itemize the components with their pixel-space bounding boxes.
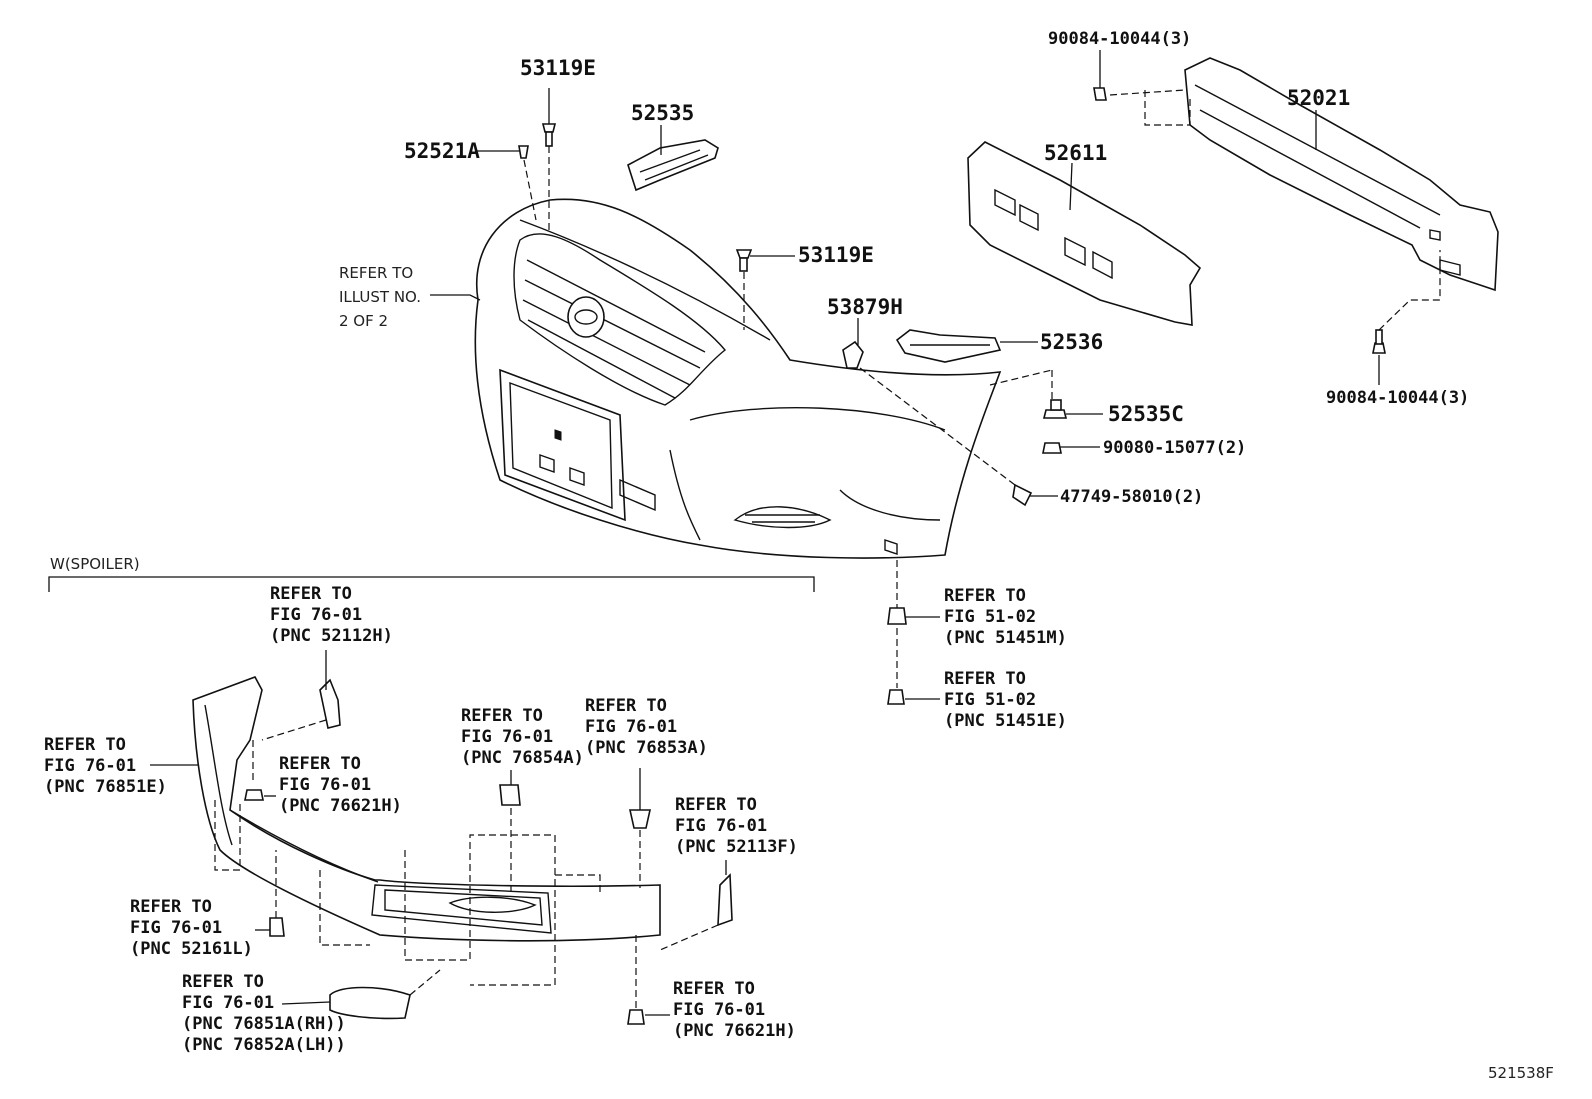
refer-illust-line-3: 2 OF 2: [339, 312, 388, 330]
label-52021: 52021: [1287, 86, 1350, 110]
label-53119E-mid: 53119E: [798, 243, 874, 267]
ref-line: REFER TO: [44, 735, 126, 755]
ref-line: FIG 76-01: [44, 756, 136, 776]
absorber-52611: [967, 141, 1202, 326]
spoiler-group-bracket: [48, 576, 815, 592]
ref-line: FIG 76-01: [279, 775, 371, 795]
ref-51451M: REFER TO FIG 51-02 (PNC 51451M): [944, 586, 1067, 648]
refer-illust-line-2: ILLUST NO.: [339, 288, 421, 306]
ref-line: REFER TO: [270, 584, 352, 604]
label-52535C: 52535C: [1108, 402, 1184, 426]
ref-52161L: REFER TO FIG 76-01 (PNC 52161L): [130, 897, 253, 959]
ref-line: REFER TO: [944, 586, 1026, 606]
ref-line: (PNC 52161L): [130, 939, 253, 959]
ref-line: FIG 76-01: [673, 1000, 765, 1020]
ref-line: REFER TO: [130, 897, 212, 917]
label-90084-bottom: 90084-10044(3): [1326, 388, 1469, 408]
label-47749: 47749-58010(2): [1060, 487, 1203, 507]
ref-line: FIG 76-01: [461, 727, 553, 747]
ref-line: FIG 76-01: [585, 717, 677, 737]
front-spoiler: [192, 676, 661, 942]
refer-illust-line-1: REFER TO: [339, 264, 413, 282]
ref-line: (PNC 52112H): [270, 626, 393, 646]
ref-line: FIG 76-01: [182, 993, 274, 1013]
ref-line: (PNC 76853A): [585, 738, 708, 758]
ref-76854A: REFER TO FIG 76-01 (PNC 76854A): [461, 706, 584, 768]
part-number-labels: 53119E 52535 52521A 53119E 52611 52021 9…: [404, 29, 1469, 507]
ref-line: FIG 76-01: [270, 605, 362, 625]
label-90084-top: 90084-10044(3): [1048, 29, 1191, 49]
ref-line: (PNC 51451E): [944, 711, 1067, 731]
ref-76621H-upper: REFER TO FIG 76-01 (PNC 76621H): [279, 754, 402, 816]
leaders-lower: [150, 650, 727, 1016]
label-52535: 52535: [631, 101, 694, 125]
retainer-52535: [627, 139, 719, 192]
label-90080: 90080-15077(2): [1103, 438, 1246, 458]
ref-52112H: REFER TO FIG 76-01 (PNC 52112H): [270, 584, 393, 646]
reinforcement-52021: [1184, 57, 1499, 292]
ref-line: (PNC 76851E): [44, 777, 167, 797]
ref-line: FIG 51-02: [944, 690, 1036, 710]
ref-line: FIG 76-01: [130, 918, 222, 938]
ref-line: REFER TO: [675, 795, 757, 815]
label-53879H: 53879H: [827, 295, 903, 319]
ref-76851E: REFER TO FIG 76-01 (PNC 76851E): [44, 735, 167, 797]
ref-line: REFER TO: [182, 972, 264, 992]
refer-illust-note: REFER TO ILLUST NO. 2 OF 2: [339, 264, 421, 330]
ref-line: REFER TO: [461, 706, 543, 726]
ref-line: (PNC 76621H): [673, 1021, 796, 1041]
ref-line: (PNC 51451M): [944, 628, 1067, 648]
diagram-id: 521538F: [1488, 1064, 1554, 1082]
ref-line: FIG 76-01: [675, 816, 767, 836]
ref-line: REFER TO: [585, 696, 667, 716]
spoiler-fasteners: [244, 678, 733, 1025]
ref-line: REFER TO: [279, 754, 361, 774]
ref-line: (PNC 76621H): [279, 796, 402, 816]
bumper-cover: [474, 198, 1002, 559]
ref-line: (PNC 76854A): [461, 748, 584, 768]
label-52536: 52536: [1040, 330, 1103, 354]
label-52521A: 52521A: [404, 139, 480, 163]
ref-51451E: REFER TO FIG 51-02 (PNC 51451E): [944, 669, 1067, 731]
label-52611: 52611: [1044, 141, 1107, 165]
leaders-upper: [430, 50, 1441, 700]
section-label-spoiler: W(SPOILER): [50, 555, 140, 573]
ref-line: (PNC 76851A(RH)): [182, 1014, 346, 1034]
retainer-52536: [895, 329, 1002, 363]
ref-line: REFER TO: [673, 979, 755, 999]
ref-76851A: REFER TO FIG 76-01 (PNC 76851A(RH)) (PNC…: [182, 972, 346, 1055]
ref-52113F: REFER TO FIG 76-01 (PNC 52113F): [675, 795, 798, 857]
ref-line: FIG 51-02: [944, 607, 1036, 627]
ref-line: (PNC 52113F): [675, 837, 798, 857]
label-53119E-top: 53119E: [520, 56, 596, 80]
ref-76853A: REFER TO FIG 76-01 (PNC 76853A): [585, 696, 708, 758]
ref-76621H-lower: REFER TO FIG 76-01 (PNC 76621H): [673, 979, 796, 1041]
ref-line: REFER TO: [944, 669, 1026, 689]
ref-line: (PNC 76852A(LH)): [182, 1035, 346, 1055]
fasteners: [518, 87, 1386, 705]
